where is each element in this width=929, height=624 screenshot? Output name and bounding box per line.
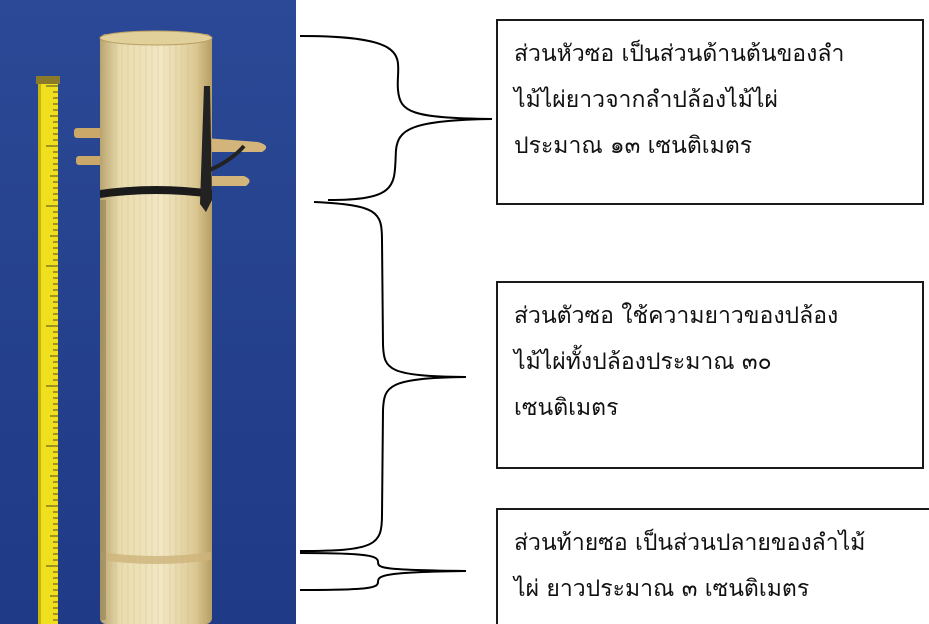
- label-tail-line-1: ส่วนท้ายซอ เป็นส่วนปลายของลำไม้: [514, 530, 866, 556]
- bamboo-tube: [99, 30, 213, 624]
- label-box-body: ส่วนตัวซอ ใช้ความยาวของปล้อง ไม้ไผ่ทั้งป…: [496, 281, 924, 469]
- label-body-line-1: ส่วนตัวซอ ใช้ความยาวของปล้อง: [514, 303, 839, 329]
- label-head-line-3: ประมาณ ๑๓ เซนติเมตร: [514, 133, 753, 159]
- strap-tie: [209, 144, 246, 172]
- tape-measure-ticks: [46, 85, 58, 621]
- brace-tail: [299, 552, 467, 591]
- bamboo-node-ring: [101, 552, 211, 564]
- brace-head: [299, 35, 493, 201]
- black-strap: [100, 186, 212, 198]
- label-head-line-1: ส่วนหัวซอ เป็นส่วนด้านต้นของลำ: [514, 41, 845, 67]
- tape-measure: [36, 76, 60, 624]
- tape-measure-end-clip: [36, 76, 60, 84]
- bamboo-shadow-edge: [100, 200, 106, 620]
- label-tail-line-2: ไผ่ ยาวประมาณ ๓ เซนติเมตร: [514, 576, 810, 602]
- label-head-line-2: ไม้ไผ่ยาวจากลำปล้องไม้ไผ่: [514, 87, 778, 113]
- bamboo-top-opening: [99, 30, 213, 46]
- label-body-line-2: ไม้ไผ่ทั้งปล้องประมาณ ๓๐: [514, 349, 772, 375]
- tuning-peg-right-lower: [205, 176, 250, 186]
- label-box-head: ส่วนหัวซอ เป็นส่วนด้านต้นของลำ ไม้ไผ่ยาว…: [496, 19, 924, 205]
- tuning-peg-right-upper: [205, 138, 267, 152]
- bamboo-instrument-photo: [0, 0, 296, 624]
- strap-tail: [200, 86, 212, 212]
- label-body-line-3: เซนติเมตร: [514, 395, 619, 421]
- brace-body: [299, 201, 467, 552]
- label-box-tail: ส่วนท้ายซอ เป็นส่วนปลายของลำไม้ ไผ่ ยาวป…: [496, 508, 929, 624]
